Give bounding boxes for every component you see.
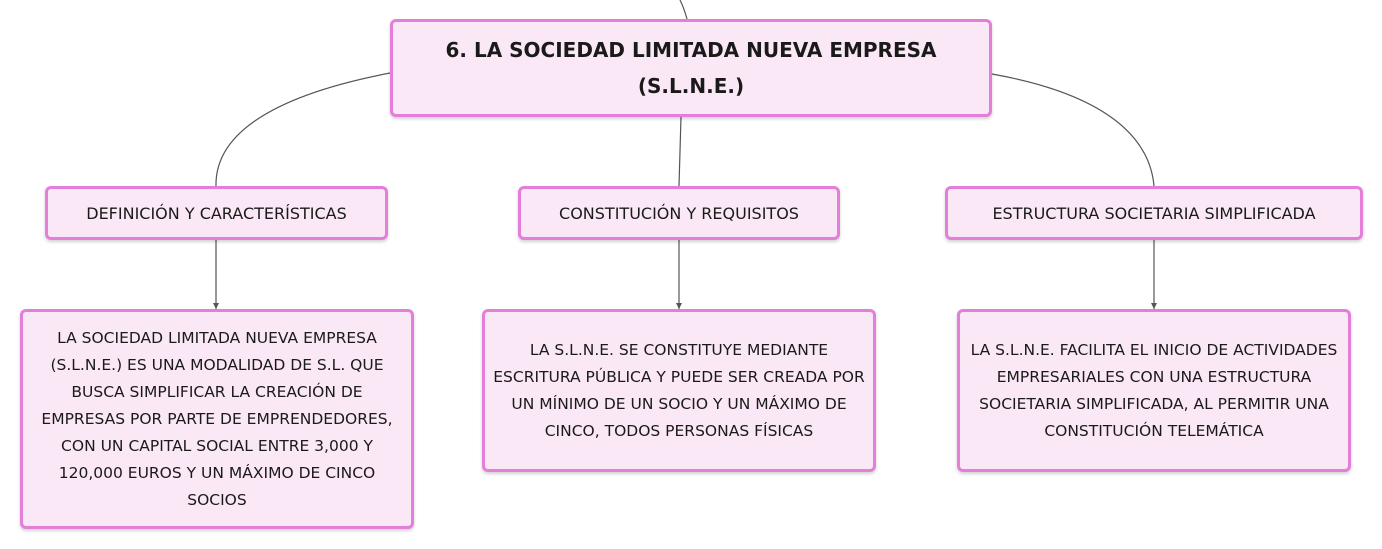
- connector-root-to-constitucion: [678, 116, 682, 187]
- connector-parent-to-root: [679, 0, 688, 20]
- branch-label-constitucion: CONSTITUCIÓN Y REQUISITOS: [559, 203, 799, 223]
- branch-label-definicion: DEFINICIÓN Y CARACTERÍSTICAS: [86, 203, 347, 223]
- detail-text-definicion: LA SOCIEDAD LIMITADA NUEVA EMPRESA (S.L.…: [41, 328, 393, 509]
- detail-node-constitucion[interactable]: LA S.L.N.E. SE CONSTITUYE MEDIANTE ESCRI…: [482, 309, 876, 472]
- detail-text-estructura: LA S.L.N.E. FACILITA EL INICIO DE ACTIVI…: [970, 340, 1338, 440]
- root-topic-title: 6. LA SOCIEDAD LIMITADA NUEVA EMPRESA (S…: [445, 32, 936, 104]
- arrowhead-constitucion: [676, 303, 682, 309]
- arrowhead-estructura: [1151, 303, 1157, 309]
- root-title-line1: 6. LA SOCIEDAD LIMITADA NUEVA EMPRESA: [445, 38, 937, 62]
- branch-node-estructura[interactable]: ESTRUCTURA SOCIETARIA SIMPLIFICADA: [945, 186, 1363, 240]
- connector-root-to-definicion: [215, 72, 391, 187]
- arrowhead-definicion: [213, 303, 219, 309]
- branch-node-definicion[interactable]: DEFINICIÓN Y CARACTERÍSTICAS: [45, 186, 388, 240]
- detail-node-definicion[interactable]: LA SOCIEDAD LIMITADA NUEVA EMPRESA (S.L.…: [20, 309, 414, 529]
- detail-text-constitucion: LA S.L.N.E. SE CONSTITUYE MEDIANTE ESCRI…: [493, 340, 865, 440]
- detail-node-estructura[interactable]: LA S.L.N.E. FACILITA EL INICIO DE ACTIVI…: [957, 309, 1351, 472]
- branch-label-estructura: ESTRUCTURA SOCIETARIA SIMPLIFICADA: [992, 203, 1316, 223]
- connector-root-to-estructura: [991, 73, 1155, 187]
- root-topic-node[interactable]: 6. LA SOCIEDAD LIMITADA NUEVA EMPRESA (S…: [390, 19, 992, 117]
- branch-node-constitucion[interactable]: CONSTITUCIÓN Y REQUISITOS: [518, 186, 840, 240]
- root-title-line2: (S.L.N.E.): [637, 74, 745, 98]
